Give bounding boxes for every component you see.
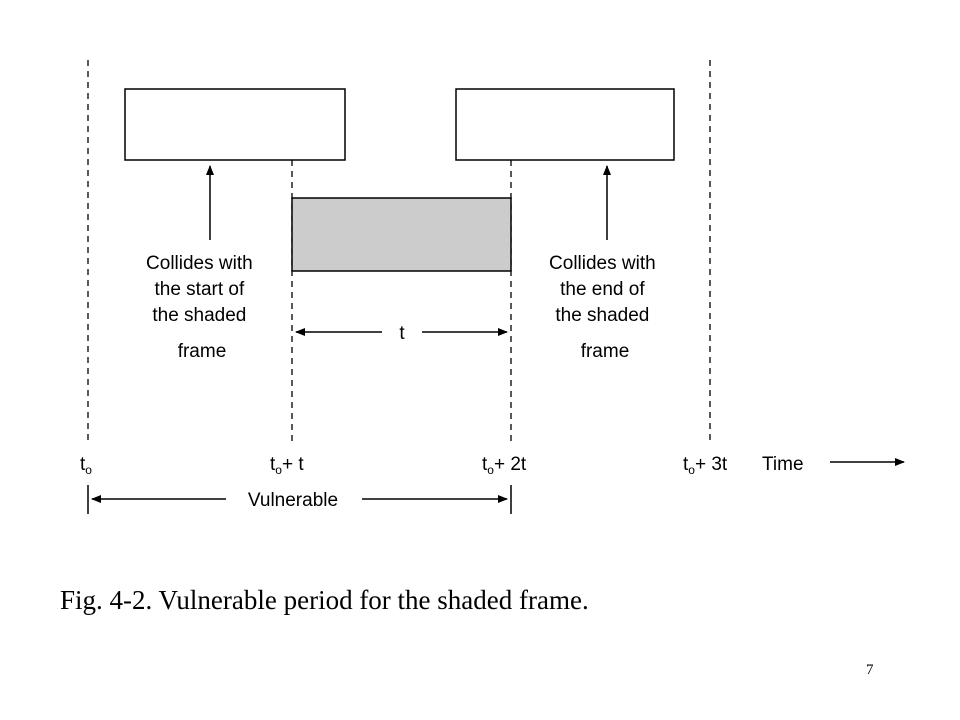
tick-label-t0: to — [80, 454, 92, 477]
shaded-frame — [291, 197, 512, 272]
collide-end-label: Collides with the end of the shaded fram… — [549, 253, 661, 362]
t-duration-label: t — [399, 323, 405, 344]
vulnerable-label: Vulnerable — [248, 490, 338, 511]
tick-label-t0-plus-3t: to+ 3t — [683, 454, 728, 477]
tick-label-t0-plus-2t: to+ 2t — [482, 454, 527, 477]
time-label: Time — [762, 454, 804, 475]
colliding-frame-end — [455, 88, 675, 161]
page-number: 7 — [866, 662, 874, 678]
collide-start-label: Collides with the start of the shaded fr… — [146, 253, 258, 362]
tick-label-t0-plus-t: to+ t — [270, 454, 304, 477]
figure-caption: Fig. 4-2. Vulnerable period for the shad… — [60, 585, 589, 615]
colliding-frame-start — [124, 88, 346, 161]
